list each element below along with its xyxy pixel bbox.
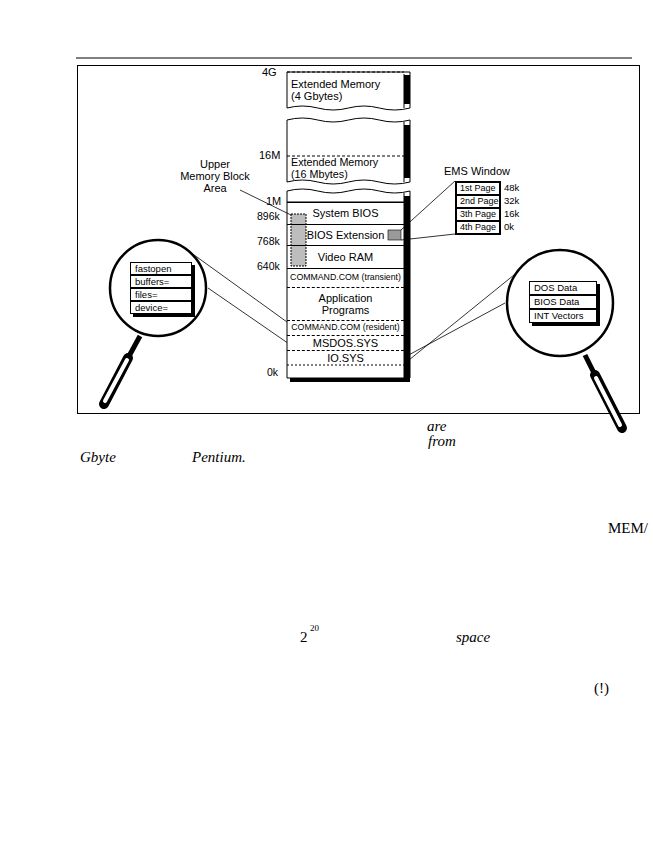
- address-label: 0k: [267, 367, 278, 379]
- page-label: 3th Page: [460, 209, 496, 219]
- ems-window-box: EMS Window1st Page2nd Page3th Page4th Pa…: [455, 181, 501, 235]
- column-shadow: [404, 75, 410, 104]
- address-label: 16k: [504, 209, 519, 219]
- magnifier-handle: [104, 336, 140, 404]
- memory-item: device=: [130, 301, 192, 314]
- text-fragment: (!): [594, 680, 609, 697]
- memory-region: BIOS Extension: [287, 224, 404, 245]
- memory-region: Video RAM: [287, 245, 404, 268]
- top-rule: [76, 58, 632, 59]
- callout-line: [401, 181, 455, 230]
- region-label: Video RAM: [318, 251, 373, 263]
- address-label: 48k: [504, 183, 519, 193]
- ems-page: 3th Page: [456, 208, 500, 221]
- address-label: 16M: [259, 149, 280, 161]
- magnifier-handle: [585, 355, 622, 428]
- ems-line: [401, 234, 455, 240]
- memory-region: MSDOS.SYS: [287, 335, 404, 350]
- text-fragment: 20: [310, 624, 319, 634]
- memory-region: Extended Memory (16 Mbytes): [287, 157, 404, 181]
- umb-area: [291, 214, 306, 266]
- address-label: 0k: [504, 222, 514, 232]
- memory-region: COMMAND.COM (resident): [287, 320, 404, 335]
- page-label: 2nd Page: [460, 196, 499, 206]
- column-shadow: [290, 378, 410, 382]
- address-line: [287, 72, 404, 73]
- memory-region: Application Programs: [287, 287, 404, 320]
- text-fragment: Pentium.: [192, 449, 246, 466]
- page-label: 4th Page: [460, 222, 496, 232]
- text-fragment: are: [427, 418, 446, 435]
- memory-region: IO.SYS: [287, 350, 404, 365]
- memory-column: [287, 72, 410, 382]
- box-heading: EMS Window: [444, 165, 510, 177]
- ems-page: 2nd Page: [456, 195, 500, 208]
- text-fragment: from: [428, 433, 456, 450]
- memory-item: files=: [130, 288, 192, 301]
- address-label: 1M: [266, 195, 281, 207]
- region-label: System BIOS: [312, 207, 378, 219]
- region-label: MSDOS.SYS: [313, 337, 378, 349]
- ems-frame-marker: [388, 230, 401, 240]
- text-fragment: space: [456, 629, 490, 646]
- column-edge: [404, 74, 405, 108]
- memory-segment: [287, 189, 410, 378]
- address-label: 768k: [257, 236, 280, 248]
- memory-item: DOS Data: [529, 281, 597, 295]
- region-label: BIOS Extension: [307, 229, 385, 241]
- figure-frame: [78, 66, 640, 414]
- region-label: Extended Memory (16 Mbytes): [291, 157, 391, 181]
- text-fragment: 2: [300, 629, 308, 646]
- address-label: 4G: [262, 66, 277, 78]
- region-label: COMMAND.COM (transient): [290, 273, 401, 283]
- address-label: 640k: [257, 261, 280, 273]
- memory-segment: [287, 118, 410, 184]
- address-label: 896k: [257, 211, 280, 223]
- magnifier-lens: fastopenbuffers=files=device=: [108, 238, 208, 338]
- memory-region: Extended Memory (4 Gbytes): [287, 73, 404, 107]
- memory-region: COMMAND.COM (transient): [287, 268, 404, 287]
- region-label: COMMAND.COM (resident): [291, 323, 399, 333]
- callout-line: [208, 288, 287, 343]
- address-label: 32k: [504, 196, 519, 206]
- region-label: Application Programs: [306, 292, 386, 316]
- memory-item: BIOS Data: [529, 295, 597, 309]
- text-fragment: Gbyte: [80, 449, 116, 466]
- column-edge: [404, 122, 405, 182]
- memory-item: fastopen: [130, 262, 192, 275]
- text-fragment: MEM/: [608, 520, 648, 537]
- memory-item: buffers=: [130, 275, 192, 288]
- ems-page: 4th Page: [456, 221, 500, 234]
- memory-item: INT Vectors: [529, 309, 597, 323]
- region-label: Extended Memory (4 Gbytes): [291, 78, 383, 102]
- column-shadow: [404, 196, 410, 378]
- column-shadow: [404, 125, 410, 178]
- callout-line: [404, 303, 505, 358]
- magnifier-lens: DOS DataBIOS DataINT Vectors: [505, 248, 615, 358]
- ems-page: 1st Page: [456, 182, 500, 195]
- memory-segment: [287, 72, 410, 110]
- address-label: Upper Memory Block Area: [180, 158, 250, 194]
- address-line: [287, 365, 404, 366]
- page-label: 1st Page: [460, 183, 496, 193]
- region-label: IO.SYS: [327, 352, 364, 364]
- memory-region: System BIOS: [287, 202, 404, 224]
